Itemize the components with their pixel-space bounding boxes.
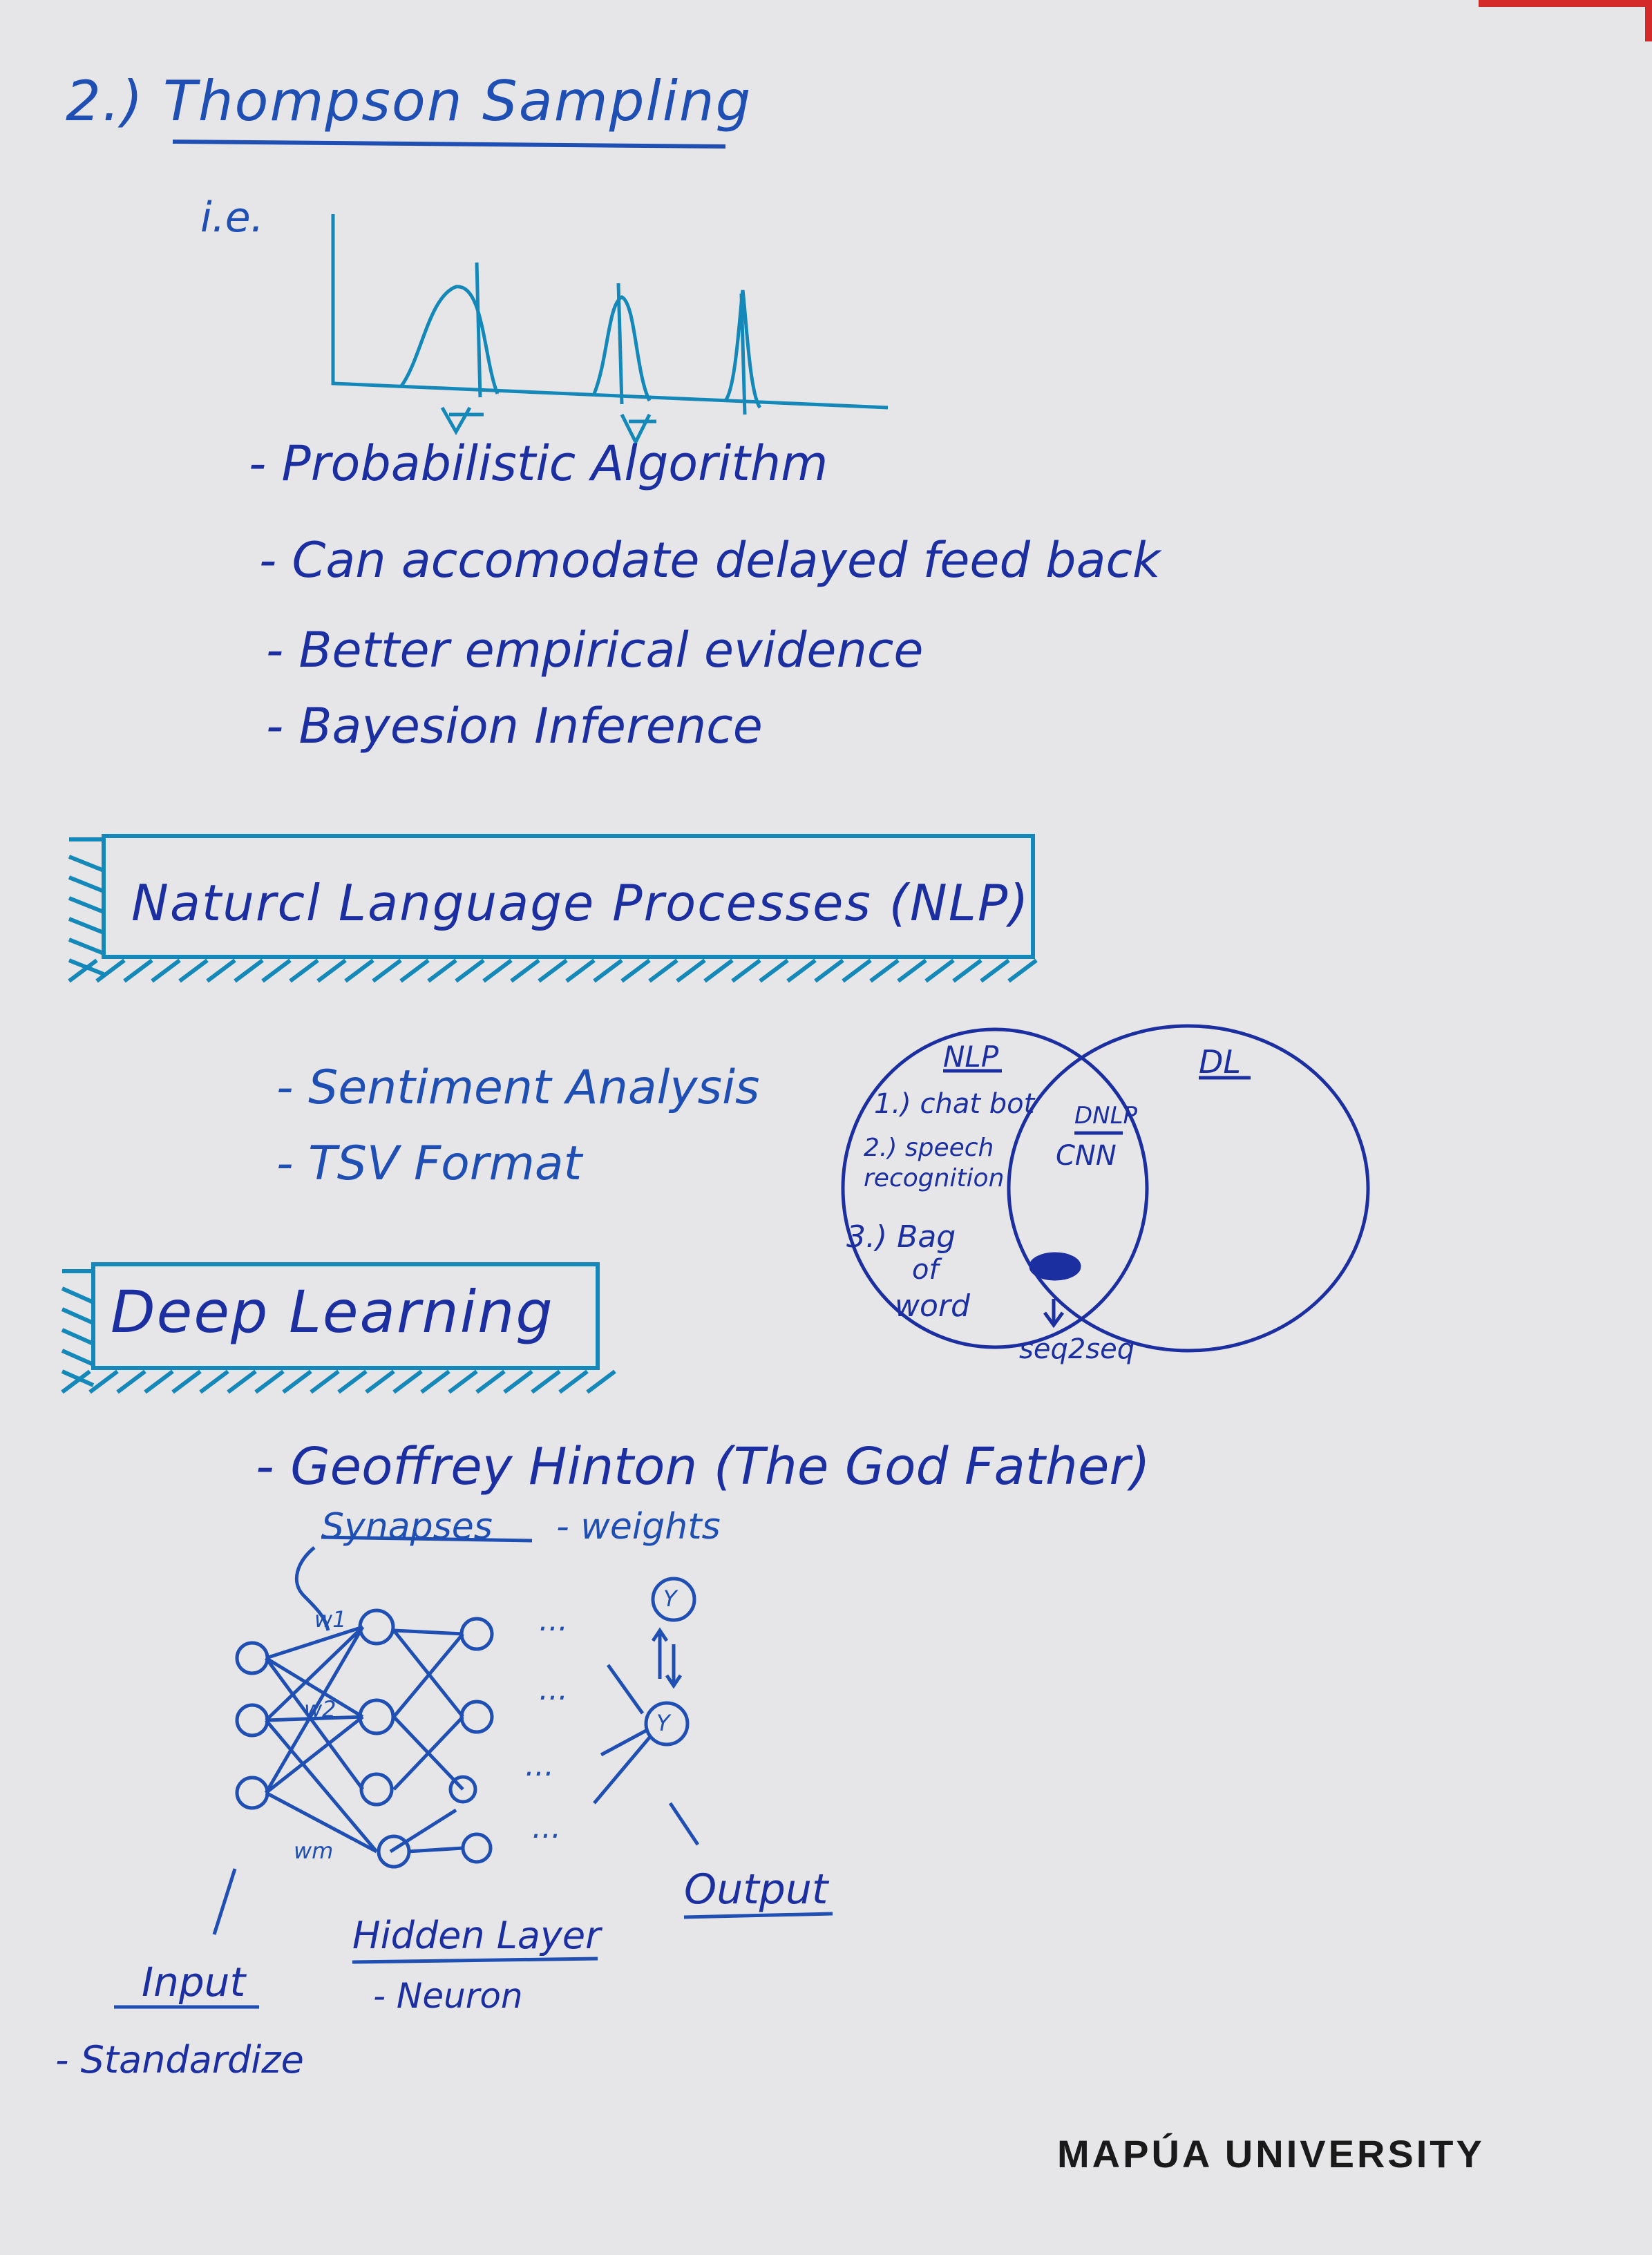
deep-learning-bullet: - Geoffrey Hinton (The God Father) xyxy=(256,1437,1150,1496)
venn-item-3: 3.) Bag xyxy=(846,1219,956,1255)
weight-w1: w1 xyxy=(314,1606,347,1633)
hidden-node-2 xyxy=(358,1698,395,1735)
layer-ellipsis-4: ... xyxy=(532,1810,561,1845)
hidden-node-1 xyxy=(358,1608,395,1646)
mean-line-3 xyxy=(739,293,747,415)
standardize-label: - Standardize xyxy=(55,2038,304,2082)
input-node-2 xyxy=(235,1703,269,1738)
synapses-underline xyxy=(321,1535,533,1543)
distribution-plot xyxy=(331,214,889,446)
deep-learning-title: Deep Learning xyxy=(111,1278,554,1346)
distribution-curve-3 xyxy=(723,289,762,409)
thompson-bullet-2: - Can accomodate delayed feed back xyxy=(259,532,1161,589)
hidden-underline xyxy=(352,1957,598,1964)
output-y-actual: Y xyxy=(663,1586,677,1612)
weights-label: - weights xyxy=(556,1506,721,1548)
hidden2-node-4 xyxy=(461,1832,493,1864)
output-pointer xyxy=(668,1802,700,1846)
input-connections xyxy=(264,1625,378,1854)
venn-item-3-word: word xyxy=(895,1288,970,1324)
hidden-layer-label: Hidden Layer xyxy=(352,1914,601,1957)
venn-dl-circle xyxy=(1007,1024,1370,1353)
deep-learning-title-box xyxy=(61,1262,616,1394)
synapses-label: Synapses xyxy=(321,1506,493,1548)
venn-overlap-blob xyxy=(1029,1252,1081,1281)
hidden2-node-3 xyxy=(448,1775,477,1804)
venn-nlp-circle xyxy=(841,1027,1149,1349)
thompson-bullet-3: - Better empirical evidence xyxy=(266,622,924,678)
output-node-predicted xyxy=(644,1701,690,1747)
hidden2-node-2 xyxy=(459,1700,494,1734)
neuron-label: - Neuron xyxy=(373,1976,523,2016)
output-label: Output xyxy=(684,1865,828,1914)
input-node-1 xyxy=(235,1641,269,1675)
venn-diagram xyxy=(841,1024,1370,1353)
input-label: Input xyxy=(142,1959,246,2006)
venn-overlap-item: CNN xyxy=(1056,1140,1117,1172)
weight-wm: wm xyxy=(294,1838,334,1864)
input-pointer xyxy=(212,1868,237,1935)
distribution-curve-2 xyxy=(592,295,652,402)
output-y-predicted: Y xyxy=(656,1710,670,1736)
ie-label: i.e. xyxy=(200,193,264,242)
down-arrow xyxy=(1043,1299,1065,1329)
university-logo-text: MAPÚA UNIVERSITY xyxy=(1057,2132,1485,2176)
thompson-bullet-4: - Bayesion Inference xyxy=(266,698,763,754)
output-connections xyxy=(593,1664,651,1805)
output-node-actual xyxy=(651,1577,696,1622)
venn-overlap-label: DNLP xyxy=(1074,1102,1138,1130)
layer-ellipsis-2: ... xyxy=(539,1672,568,1707)
nlp-bullet-2: - TSV Format xyxy=(276,1136,582,1191)
mean-line-2 xyxy=(616,283,624,405)
nlp-title-box xyxy=(68,834,1038,983)
distribution-curve-1 xyxy=(399,285,500,394)
venn-dl-label: DL xyxy=(1199,1043,1242,1081)
hidden-node-3 xyxy=(359,1772,394,1807)
arrow-2 xyxy=(620,413,656,446)
output-underline xyxy=(683,1912,833,1919)
hidden-connections xyxy=(389,1628,464,1854)
layer-ellipsis-3: ... xyxy=(525,1748,554,1783)
neural-network-diagram xyxy=(114,1535,833,2009)
plot-axes xyxy=(331,214,889,410)
venn-seq2seq-label: seq2seq xyxy=(1019,1333,1135,1365)
layer-ellipsis-1: ... xyxy=(539,1603,568,1638)
thompson-bullet-1: - Probabilistic Algorithm xyxy=(249,435,828,492)
page-edge-mark xyxy=(1479,0,1652,7)
venn-item-3-of: of xyxy=(912,1254,939,1286)
arrow-1 xyxy=(440,406,484,436)
title-underline xyxy=(172,140,726,149)
venn-item-1: 1.) chat bot xyxy=(874,1088,1035,1120)
venn-nlp-label: NLP xyxy=(943,1040,999,1074)
page-edge-mark-right xyxy=(1645,0,1652,41)
nlp-title: Naturcl Language Processes (NLP) xyxy=(131,874,1030,932)
compare-arrows xyxy=(651,1627,683,1689)
hidden2-node-1 xyxy=(459,1617,494,1651)
input-node-3 xyxy=(235,1776,269,1810)
nlp-bullet-1: - Sentiment Analysis xyxy=(276,1060,760,1115)
synapse-pointer xyxy=(294,1546,330,1631)
mean-line-1 xyxy=(475,262,482,398)
thompson-title: 2.) Thompson Sampling xyxy=(66,69,752,133)
weight-w2: w2 xyxy=(304,1696,336,1722)
venn-item-2: 2.) speech recognition xyxy=(864,1134,1005,1192)
